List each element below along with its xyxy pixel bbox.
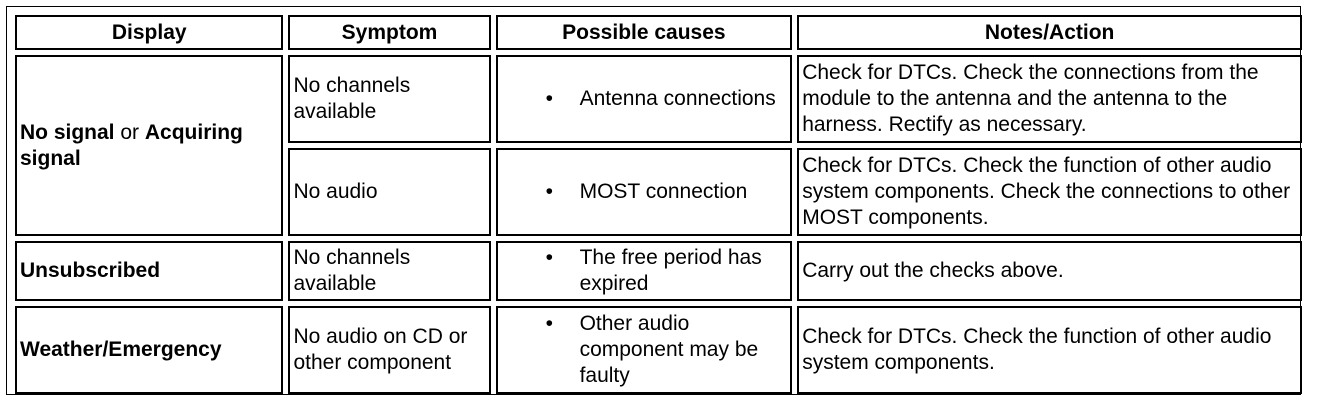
display-cell: Unsubscribed	[15, 241, 284, 301]
cause-item: The free period has expired	[498, 245, 788, 297]
notes-cell: Check for DTCs. Check the function of ot…	[797, 148, 1302, 236]
cause-cell: Other audio component may be faulty	[495, 306, 793, 394]
display-text-or: or	[114, 120, 145, 144]
notes-cell: Carry out the checks above.	[797, 241, 1302, 301]
cause-item: MOST connection	[498, 179, 788, 205]
table-row: No audio MOST connection Check for DTCs.…	[15, 148, 1302, 236]
display-cell: No signal or Acquiring signal	[15, 55, 284, 236]
symptom-cell: No channels available	[288, 241, 491, 301]
header-notes-action: Notes/Action	[797, 15, 1302, 50]
cause-cell: MOST connection	[495, 148, 793, 236]
notes-cell: Check for DTCs. Check the function of ot…	[797, 306, 1302, 394]
cause-item: Other audio component may be faulty	[498, 311, 788, 389]
header-symptom: Symptom	[288, 15, 491, 50]
symptom-cell: No channels available	[288, 55, 491, 143]
cause-cell: The free period has expired	[495, 241, 793, 301]
symptom-cell: No audio	[288, 148, 491, 236]
header-row: Display Symptom Possible causes Notes/Ac…	[15, 15, 1302, 50]
display-cell: Weather/Emergency	[15, 306, 284, 394]
diagnostic-table: Display Symptom Possible causes Notes/Ac…	[10, 10, 1307, 399]
table-frame: Display Symptom Possible causes Notes/Ac…	[6, 6, 1302, 395]
table-row: Unsubscribed No channels available The f…	[15, 241, 1302, 301]
header-display: Display	[15, 15, 284, 50]
table-row: No signal or Acquiring signal No channel…	[15, 55, 1302, 236]
cause-cell: Antenna connections	[495, 55, 793, 143]
header-possible-causes: Possible causes	[495, 15, 793, 50]
cause-item: Antenna connections	[498, 86, 788, 112]
notes-cell: Check for DTCs. Check the connections fr…	[797, 55, 1302, 143]
display-text-no-signal: No signal	[20, 120, 115, 144]
display-text-acquiring-signal: Acquiring signal	[20, 120, 243, 170]
table-row: Weather/Emergency No audio on CD or othe…	[15, 306, 1302, 394]
symptom-cell: No audio on CD or other component	[288, 306, 491, 394]
